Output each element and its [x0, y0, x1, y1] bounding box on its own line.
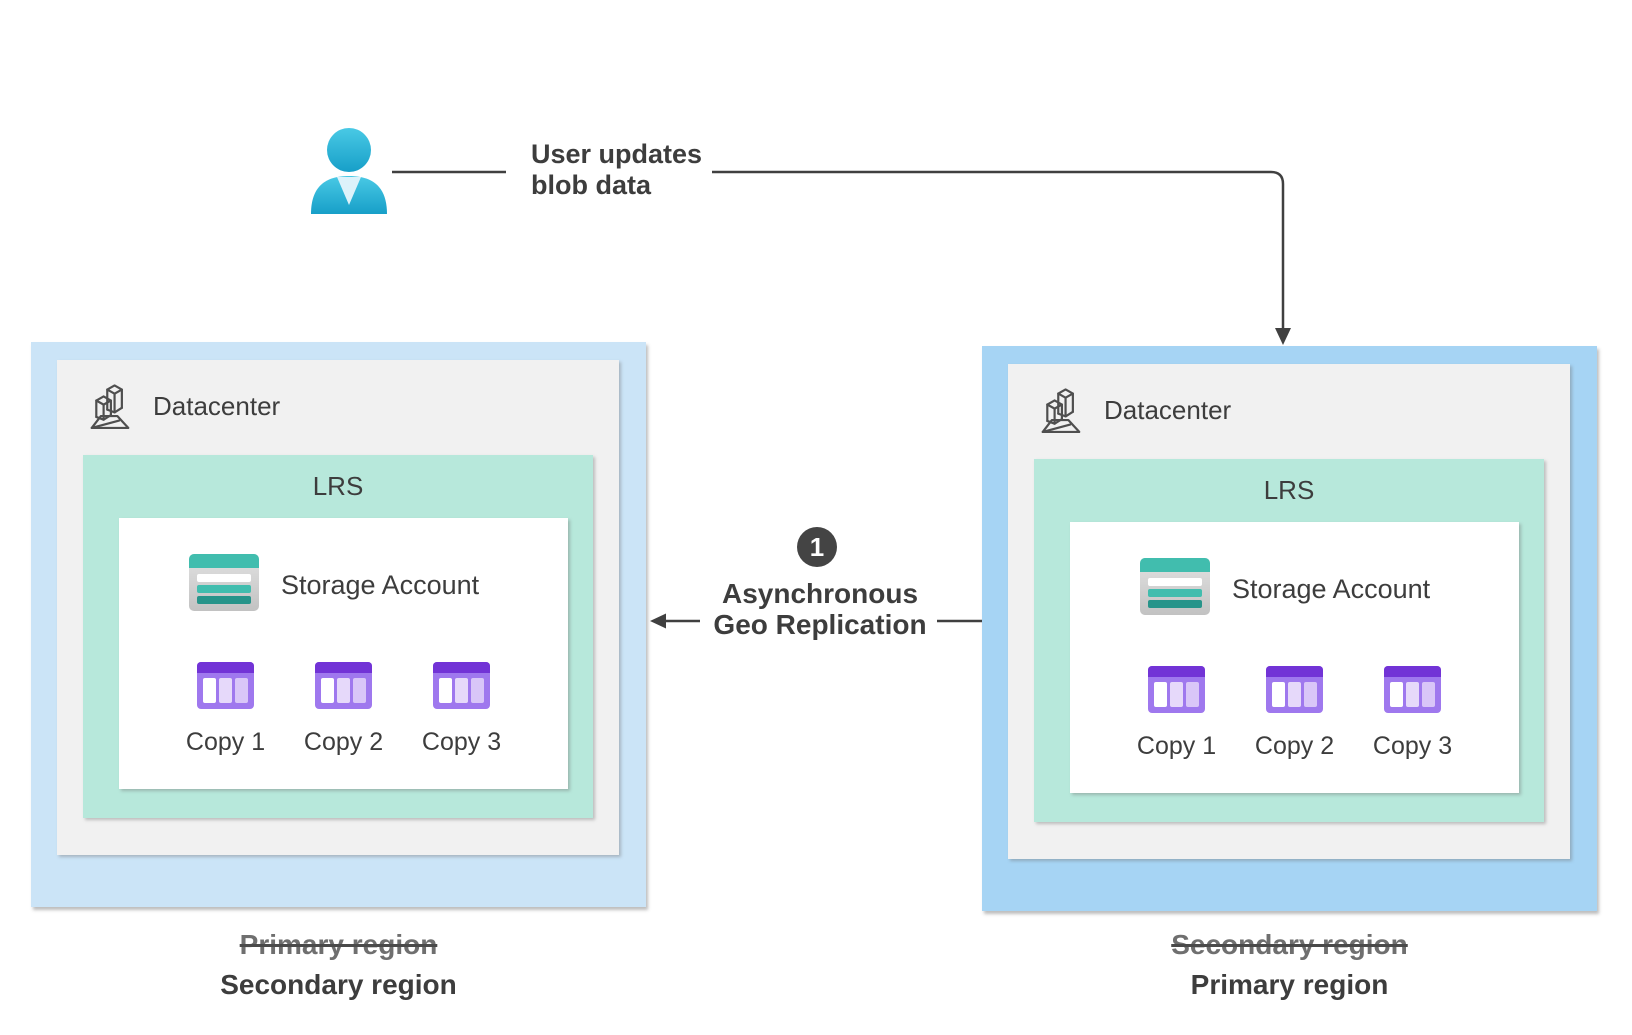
table-copy-icon	[1384, 666, 1441, 718]
storage-account-label: Storage Account	[1232, 573, 1431, 604]
user-action-line2: blob data	[531, 170, 651, 200]
datacenter-label: Datacenter	[153, 390, 281, 421]
copy-label: Copy 2	[1254, 732, 1335, 760]
datacenter-icon	[89, 382, 131, 430]
copy-item: Copy 3	[1367, 666, 1459, 761]
storage-account-label: Storage Account	[281, 569, 480, 600]
copy-item: Copy 2	[1249, 666, 1341, 761]
storage-account-row: Storage Account	[1140, 558, 1430, 620]
table-copy-icon	[315, 662, 372, 714]
table-copy-icon	[197, 662, 254, 714]
person-collar	[337, 177, 361, 205]
copy-label: Copy 1	[185, 728, 266, 756]
previous-role-label: Secondary region	[1171, 929, 1408, 960]
table-copy-icon	[1148, 666, 1205, 718]
copy-label: Copy 1	[1136, 732, 1217, 760]
user-action-line1: User updates	[531, 139, 703, 169]
copies-row: Copy 1	[119, 662, 568, 757]
storage-panel: Storage Account	[119, 518, 568, 789]
replication-line2: Geo Replication	[713, 609, 927, 640]
copy-item: Copy 1	[1131, 666, 1223, 761]
down-arrowhead-icon	[1275, 328, 1291, 345]
table-copy-icon	[433, 662, 490, 714]
storage-account-icon	[189, 554, 259, 616]
user-to-primary-arrow	[712, 170, 1285, 329]
copy-item: Copy 2	[298, 662, 390, 757]
datacenter-box: Datacenter LRS	[57, 360, 619, 855]
region-left-box: Datacenter LRS	[31, 342, 646, 907]
copy-label: Copy 3	[421, 728, 502, 756]
current-role-label: Primary region	[1190, 969, 1389, 1000]
table-copy-icon	[1266, 666, 1323, 718]
copy-item: Copy 3	[416, 662, 508, 757]
datacenter-header: Datacenter	[1040, 386, 1231, 434]
previous-role-label: Primary region	[239, 929, 438, 960]
datacenter-header: Datacenter	[89, 382, 280, 430]
datacenter-label: Datacenter	[1104, 394, 1232, 425]
lrs-label: LRS	[1263, 475, 1315, 505]
user-person-icon	[306, 128, 392, 214]
user-action-label: User updates blob data	[531, 139, 702, 201]
copy-label: Copy 2	[303, 728, 384, 756]
datacenter-box: Datacenter LRS	[1008, 364, 1570, 859]
region-right-box: Datacenter LRS	[982, 346, 1597, 911]
lrs-box: LRS	[83, 455, 593, 818]
replication-label: Asynchronous Geo Replication	[660, 578, 980, 640]
region-right-caption: Secondary region Primary region	[982, 929, 1597, 1001]
person-head	[327, 128, 371, 172]
copies-row: Copy 1	[1070, 666, 1519, 761]
datacenter-icon	[1040, 386, 1082, 434]
storage-account-row: Storage Account	[189, 554, 479, 616]
copy-item: Copy 1	[180, 662, 272, 757]
storage-account-icon	[1140, 558, 1210, 620]
copy-label: Copy 3	[1372, 732, 1453, 760]
step-1-badge: 1	[797, 527, 837, 567]
lrs-box: LRS Storag	[1034, 459, 1544, 822]
region-left-caption: Primary region Secondary region	[31, 929, 646, 1001]
lrs-label: LRS	[312, 471, 364, 501]
current-role-label: Secondary region	[220, 969, 457, 1000]
storage-panel: Storage Account	[1070, 522, 1519, 793]
replication-line1: Asynchronous	[721, 578, 919, 609]
